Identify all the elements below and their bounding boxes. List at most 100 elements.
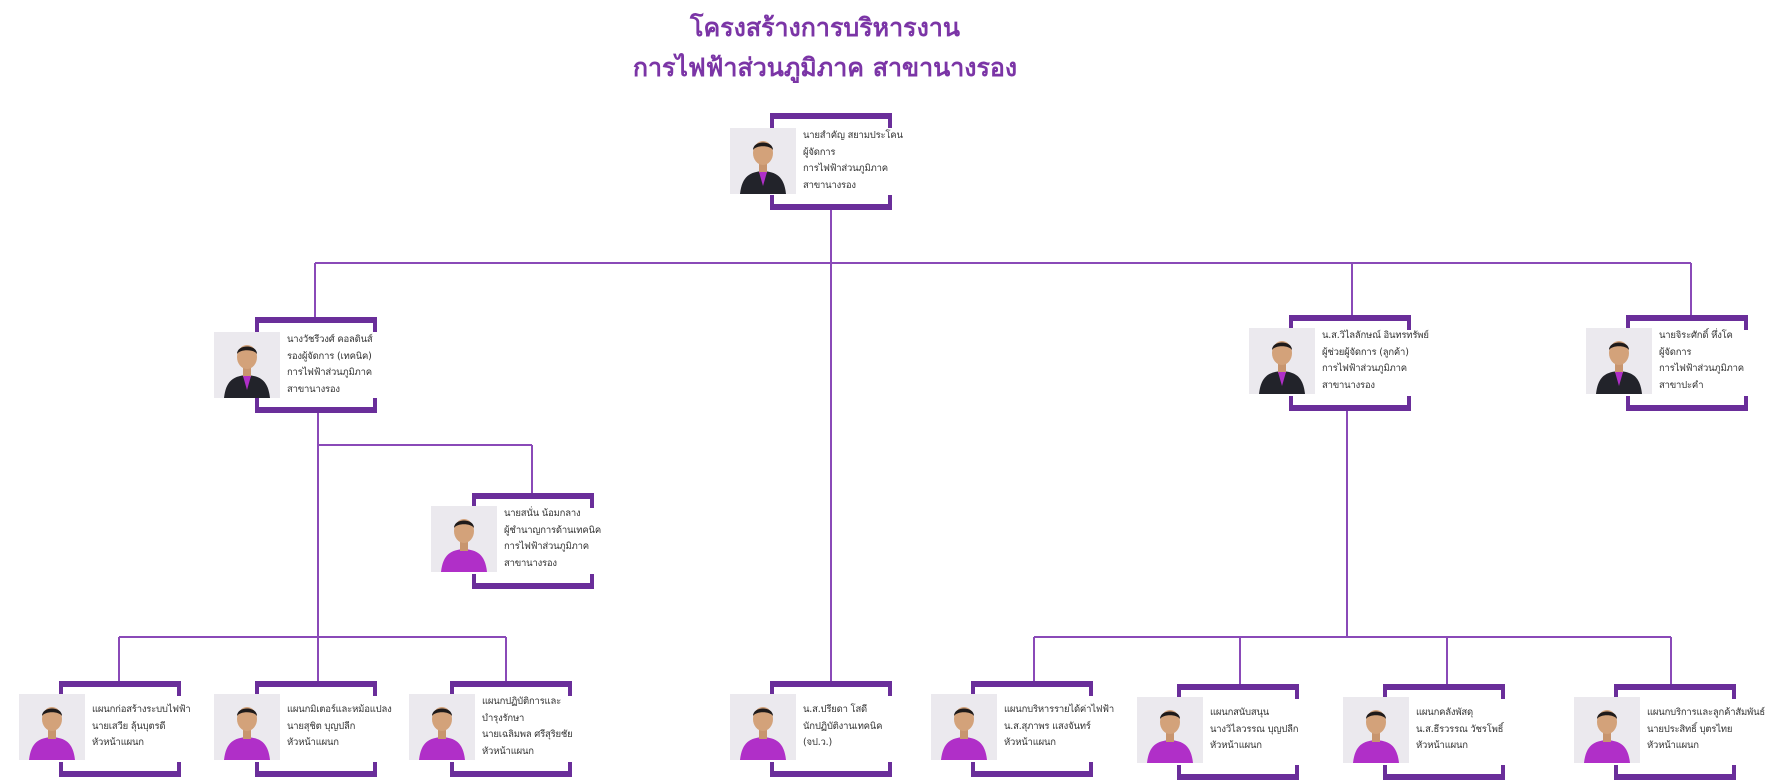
node-text: นายจิระศักดิ์ หึ่งโคผู้จัดการการไฟฟ้าส่ว…: [1659, 328, 1744, 394]
node-frame: [1289, 315, 1411, 411]
node-frame: [1383, 684, 1505, 780]
person-photo: [1586, 328, 1652, 394]
person-photo: [1343, 697, 1409, 763]
node-text-line: การไฟฟ้าส่วนภูมิภาค: [1659, 363, 1744, 374]
node-text: แผนกบริหารรายได้ค่าไฟฟ้าน.ส.สุภาพร แสงจั…: [1004, 702, 1114, 752]
node-text-line: นายสุชิต บุญปลีก: [287, 720, 356, 732]
person-photo: [1574, 697, 1640, 763]
person-icon: [1586, 328, 1652, 394]
person-icon: [214, 332, 280, 398]
node-text-line: หัวหน้าแผนก: [482, 745, 534, 757]
person-icon: [409, 694, 475, 760]
node-text-line: แผนกคลังพัสดุ: [1416, 707, 1473, 718]
node-text-line: หัวหน้าแผนก: [287, 737, 339, 748]
person-photo: [1249, 328, 1315, 394]
node-text-line: น.ส.ปรียดา โสดี: [803, 704, 868, 715]
node-text-line: หัวหน้าแผนก: [1416, 740, 1468, 751]
person-icon: [730, 694, 796, 760]
node-text-line: ผู้ชำนาญการด้านเทคนิค: [504, 524, 601, 536]
person-photo: [730, 694, 796, 760]
node-text-line: นักปฏิบัติงานเทคนิค: [803, 720, 883, 732]
node-text: น.ส.ปรียดา โสดีนักปฏิบัติงานเทคนิค (จป.ว.…: [803, 702, 882, 752]
node-text-line: นางวิไลวรรณ บุญปลีก: [1210, 723, 1299, 735]
node-text: แผนกก่อสร้างระบบไฟฟ้านายเสวีย ลุ้นบุตรดี…: [92, 702, 191, 752]
node-frame: [770, 681, 892, 777]
chart-subtitle: การไฟฟ้าส่วนภูมิภาค สาขานางรอง: [632, 53, 1018, 82]
node-text-line: หัวหน้าแผนก: [1647, 740, 1699, 751]
node-text: นายสำคัญ สยามประโคนผู้จัดการการไฟฟ้าส่วน…: [803, 128, 903, 194]
node-text-line: นายสนั่น น้อมกลาง: [504, 508, 581, 519]
node-text-line: การไฟฟ้าส่วนภูมิภาค: [504, 541, 589, 552]
person-icon: [1574, 697, 1640, 763]
node-text-line: นางวัชรีวงศ์ คอลดินส์: [287, 334, 373, 345]
node-text-line: สาขานางรอง: [803, 179, 856, 191]
node-text-line: น.ส.ธีรวรรณ วัชรโพธิ์: [1416, 723, 1504, 735]
node-frame: [1626, 315, 1748, 411]
chart-title: โครงสร้างการบริหารงาน: [690, 13, 960, 42]
node-text-line: นายเฉลิมพล ศรีสุริยชัย: [482, 729, 573, 740]
node-frame: [255, 317, 377, 413]
node-text-line: แผนกมิเตอร์และหม้อแปลง: [287, 704, 392, 715]
node-frame: [59, 681, 181, 777]
node-text-line: ผู้ช่วยผู้จัดการ (ลูกค้า): [1322, 346, 1409, 358]
node-text-line: รองผู้จัดการ (เทคนิค): [287, 350, 372, 362]
node-text-line: นายจิระศักดิ์ หึ่งโค: [1659, 330, 1733, 341]
person-icon: [214, 694, 280, 760]
node-frame: [1614, 684, 1736, 780]
person-icon: [1137, 697, 1203, 763]
node-text: แผนกมิเตอร์และหม้อแปลงนายสุชิต บุญปลีกหั…: [287, 702, 392, 752]
node-text: แผนกสนับสนุนนางวิไลวรรณ บุญปลีกหัวหน้าแผ…: [1210, 705, 1299, 755]
node-text-line: ผู้จัดการ: [1659, 346, 1692, 358]
node-text: นายสนั่น น้อมกลางผู้ชำนาญการด้านเทคนิคกา…: [504, 506, 601, 572]
person-photo: [931, 694, 997, 760]
node-text-line: นายเสวีย ลุ้นบุตรดี: [92, 720, 166, 732]
node-text-line: สาขานางรอง: [287, 383, 340, 395]
person-photo: [214, 332, 280, 398]
node-text-line: แผนกบริหารรายได้ค่าไฟฟ้า: [1004, 704, 1114, 715]
person-photo: [431, 506, 497, 572]
node-frame: [450, 681, 572, 777]
node-text-line: นายประสิทธิ์ บุตรไทย: [1647, 723, 1733, 735]
person-icon: [431, 506, 497, 572]
node-text: แผนกปฏิบัติการและบำรุงรักษานายเฉลิมพล ศร…: [482, 694, 573, 760]
node-frame: [971, 681, 1093, 777]
person-photo: [409, 694, 475, 760]
node-text-line: การไฟฟ้าส่วนภูมิภาค: [803, 163, 888, 174]
node-text-line: ผู้จัดการ: [803, 146, 836, 158]
node-text-line: แผนกสนับสนุน: [1210, 707, 1270, 718]
node-text-line: น.ส.วิไลลักษณ์ อินทรทรัพย์: [1322, 330, 1429, 341]
node-text-line: แผนกปฏิบัติการและ: [482, 696, 561, 707]
node-text: แผนกบริการและลูกค้าสัมพันธ์นายประสิทธิ์ …: [1647, 705, 1765, 755]
node-text-line: สาขานางรอง: [1322, 379, 1375, 391]
node-frame: [472, 493, 594, 589]
person-icon: [19, 694, 85, 760]
node-text: นางวัชรีวงศ์ คอลดินส์รองผู้จัดการ (เทคนิ…: [287, 332, 373, 398]
person-icon: [730, 128, 796, 194]
node-text-line: การไฟฟ้าส่วนภูมิภาค: [287, 367, 372, 378]
node-text-line: แผนกก่อสร้างระบบไฟฟ้า: [92, 704, 191, 715]
node-text: แผนกคลังพัสดุน.ส.ธีรวรรณ วัชรโพธิ์หัวหน้…: [1416, 705, 1503, 755]
person-photo: [730, 128, 796, 194]
node-frame: [1177, 684, 1299, 780]
node-text-line: หัวหน้าแผนก: [1210, 740, 1262, 751]
person-photo: [1137, 697, 1203, 763]
person-icon: [1343, 697, 1409, 763]
node-text-line: แผนกบริการและลูกค้าสัมพันธ์: [1647, 707, 1765, 718]
node-text-line: นายสำคัญ สยามประโคน: [803, 130, 903, 141]
person-photo: [19, 694, 85, 760]
node-text-line: สาขาปะคำ: [1659, 379, 1704, 391]
node-text-line: (จป.ว.): [803, 737, 832, 748]
person-icon: [1249, 328, 1315, 394]
node-text-line: หัวหน้าแผนก: [1004, 737, 1056, 748]
person-icon: [931, 694, 997, 760]
node-frame: [255, 681, 377, 777]
node-text-line: สาขานางรอง: [504, 557, 557, 569]
node-text-line: หัวหน้าแผนก: [92, 737, 144, 748]
node-text: น.ส.วิไลลักษณ์ อินทรทรัพย์ผู้ช่วยผู้จัดก…: [1322, 328, 1429, 394]
node-text-line: น.ส.สุภาพร แสงจันทร์: [1004, 720, 1091, 732]
node-text-line: การไฟฟ้าส่วนภูมิภาค: [1322, 363, 1407, 374]
node-text-line: บำรุงรักษา: [482, 712, 525, 724]
node-frame: [770, 113, 892, 210]
person-photo: [214, 694, 280, 760]
